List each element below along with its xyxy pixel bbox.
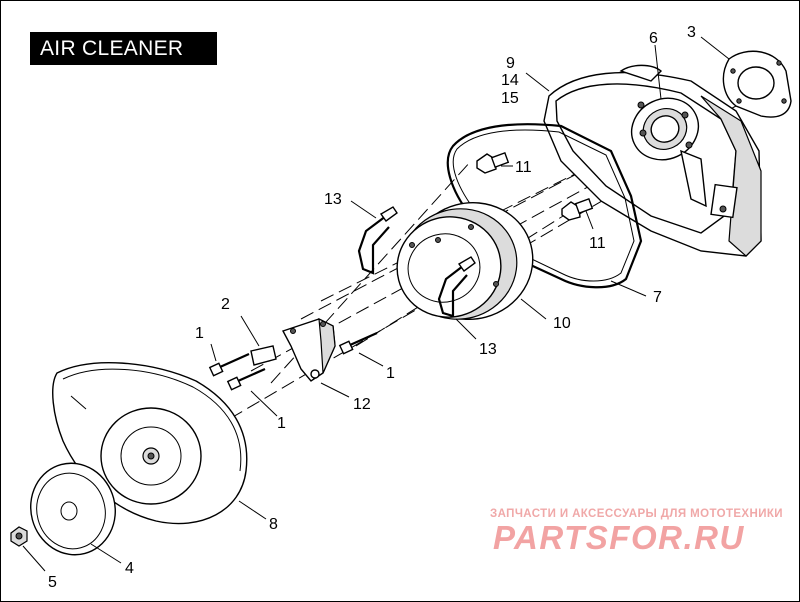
seal-ring-part-7 xyxy=(446,123,643,289)
callout-5: 5 xyxy=(48,574,57,591)
callout-10: 10 xyxy=(553,315,571,332)
callout-11-upper: 11 xyxy=(515,159,532,176)
callout-4: 4 xyxy=(125,560,134,577)
backplate-assembly xyxy=(543,64,762,257)
callout-13-upper: 13 xyxy=(324,191,342,208)
callout-14: 14 xyxy=(501,72,519,89)
gasket-part-3 xyxy=(722,50,792,118)
screw-top xyxy=(208,352,250,377)
callout-7: 7 xyxy=(653,289,662,306)
cover-screw-part-5 xyxy=(10,526,28,547)
watermark-tagline: ЗАПЧАСТИ И АКСЕССУАРЫ ДЛЯ МОТОТЕХНИКИ xyxy=(490,508,783,520)
callout-1-top: 1 xyxy=(195,325,204,342)
callout-9: 9 xyxy=(506,55,515,72)
diagram-title: AIR CLEANER xyxy=(30,32,217,65)
screw-middle xyxy=(226,367,266,391)
callout-1-right: 1 xyxy=(386,365,395,382)
breather-tube-lower xyxy=(437,256,476,318)
breather-bolt-lower xyxy=(561,198,594,221)
callout-15: 15 xyxy=(501,90,519,107)
callout-11-lower: 11 xyxy=(589,235,606,252)
watermark-logo: PARTSFOR.RU xyxy=(493,519,745,556)
callout-13-lower: 13 xyxy=(479,341,497,358)
callout-6: 6 xyxy=(649,30,658,47)
callout-12: 12 xyxy=(353,396,371,413)
mounting-bracket-part-12 xyxy=(281,317,336,382)
spacer-part-2 xyxy=(250,345,277,366)
cover-insert-part-4 xyxy=(30,462,116,556)
callout-2: 2 xyxy=(221,296,230,313)
callout-1-bottom: 1 xyxy=(277,415,286,432)
callout-8: 8 xyxy=(269,516,278,533)
screw-right xyxy=(338,331,378,355)
leader-lines xyxy=(22,36,730,572)
breather-bolt-upper xyxy=(476,152,510,174)
breather-tube-upper xyxy=(357,206,398,275)
callout-3: 3 xyxy=(687,24,696,41)
